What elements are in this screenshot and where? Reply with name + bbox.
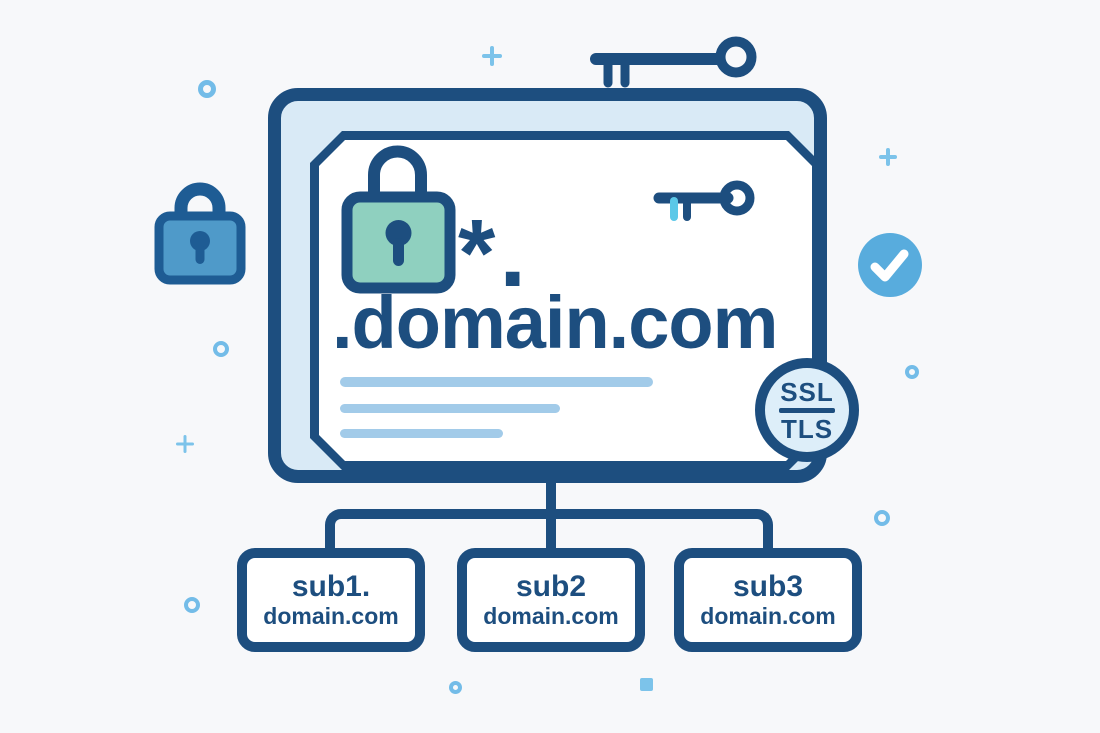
subdomain-box-1: sub1. domain.com <box>237 548 425 652</box>
placeholder-line <box>340 377 653 387</box>
decor-ring-icon <box>213 341 229 357</box>
checkmark-circle-icon <box>858 233 922 297</box>
decor-ring-icon <box>184 597 200 613</box>
subdomain-domain: domain.com <box>263 602 399 629</box>
decor-ring-icon <box>874 510 890 526</box>
badge-divider <box>779 407 835 413</box>
connector-branch <box>325 509 773 548</box>
placeholder-line <box>340 404 560 413</box>
subdomain-label: sub2 <box>515 570 587 604</box>
decor-plus-icon <box>879 148 897 166</box>
key-top-icon <box>590 36 757 88</box>
placeholder-line <box>340 429 503 438</box>
decor-ring-icon <box>905 365 919 379</box>
decor-ring-icon <box>198 80 216 98</box>
badge-tls-label: TLS <box>780 413 834 444</box>
subdomain-label: sub1. <box>291 570 371 604</box>
decor-plus-icon <box>482 46 502 66</box>
padlock-blue-icon <box>154 182 246 285</box>
ssl-tls-badge: SSL TLS <box>755 358 859 462</box>
decor-ring-icon <box>449 681 462 694</box>
subdomain-box-2: sub2 domain.com <box>457 548 645 652</box>
padlock-green-icon <box>341 145 456 294</box>
decor-square-icon <box>640 678 653 691</box>
subdomain-domain: domain.com <box>700 602 836 629</box>
subdomain-label: sub3 <box>732 570 804 604</box>
badge-ssl-label: SSL <box>780 376 834 407</box>
subdomain-box-3: sub3 domain.com <box>674 548 862 652</box>
wildcard-prefix-text: *. <box>458 200 531 307</box>
decor-plus-icon <box>176 435 194 453</box>
subdomain-domain: domain.com <box>483 602 619 629</box>
key-icon <box>653 180 755 221</box>
domain-name-text: .domain.com <box>332 281 778 364</box>
